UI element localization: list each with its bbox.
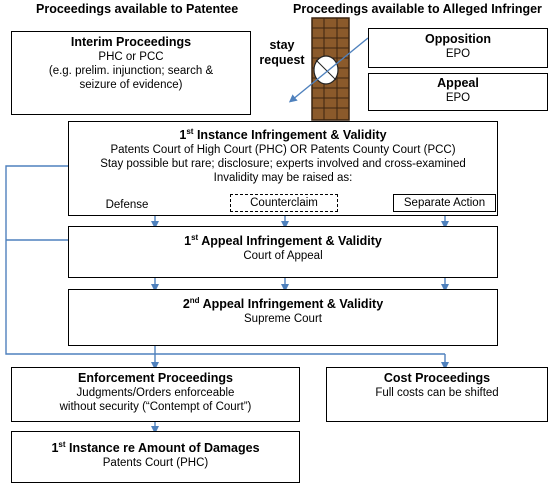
- interim-proceedings-box: Interim Proceedings PHC or PCC (e.g. pre…: [11, 31, 251, 115]
- opposition-box: Opposition EPO: [368, 28, 548, 68]
- second-appeal-box: 2nd Appeal Infringement & Validity Supre…: [68, 289, 498, 346]
- header-alleged-infringer: Proceedings available to Alleged Infring…: [293, 2, 542, 16]
- first-appeal-box: 1st Appeal Infringement & Validity Court…: [68, 226, 498, 278]
- damages-box: 1st Instance re Amount of Damages Patent…: [11, 431, 300, 483]
- option-separate-action: Separate Action: [393, 194, 496, 212]
- option-defense: Defense: [92, 197, 162, 213]
- option-counterclaim: Counterclaim: [230, 194, 338, 212]
- brick-wall-icon: [311, 17, 350, 121]
- cost-proceedings-box: Cost Proceedings Full costs can be shift…: [326, 367, 548, 422]
- stay-request-label: stay request: [259, 38, 305, 67]
- interim-title: Interim Proceedings: [70, 35, 192, 49]
- appeal-epo-box: Appeal EPO: [368, 73, 548, 111]
- stay-arrow: [288, 37, 369, 103]
- enforcement-box: Enforcement Proceedings Judgments/Orders…: [11, 367, 300, 422]
- header-patentee: Proceedings available to Patentee: [36, 2, 239, 16]
